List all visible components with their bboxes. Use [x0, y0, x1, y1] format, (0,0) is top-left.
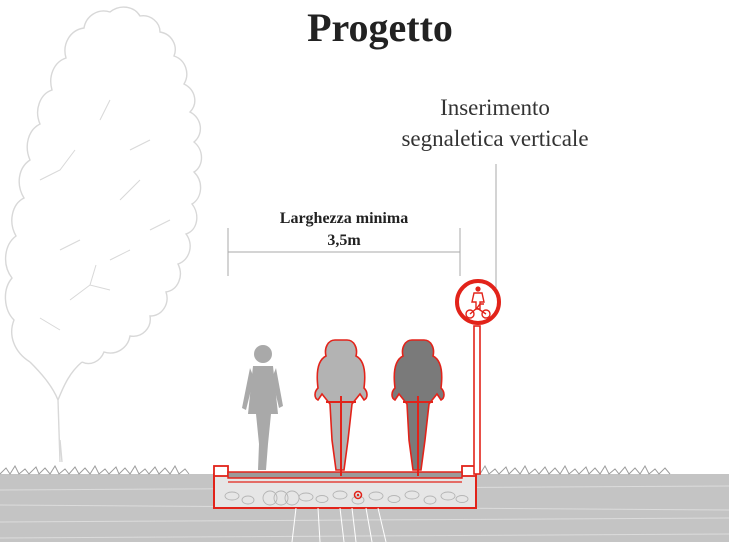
width-dimension-line	[227, 228, 461, 276]
width-label-line2: 3,5m	[327, 232, 361, 249]
sign-annotation-line1: Inserimento	[440, 95, 550, 120]
pedestrian-figure	[242, 345, 283, 470]
sign-annotation: Inserimento segnaletica verticale	[350, 92, 640, 154]
width-label: Larghezza minima 3,5m	[228, 208, 460, 252]
cycle-path-section	[213, 465, 477, 542]
cyclist-figure-dark	[391, 339, 445, 476]
sign-annotation-line2: segnaletica verticale	[401, 126, 589, 151]
cyclist-figure-light	[314, 339, 368, 476]
width-label-line1: Larghezza minima	[279, 210, 409, 227]
tree-icon	[4, 6, 203, 463]
grass	[0, 464, 671, 475]
pedestrian-bicycle-sign-icon	[455, 279, 501, 475]
page-title: Progetto	[307, 5, 453, 50]
